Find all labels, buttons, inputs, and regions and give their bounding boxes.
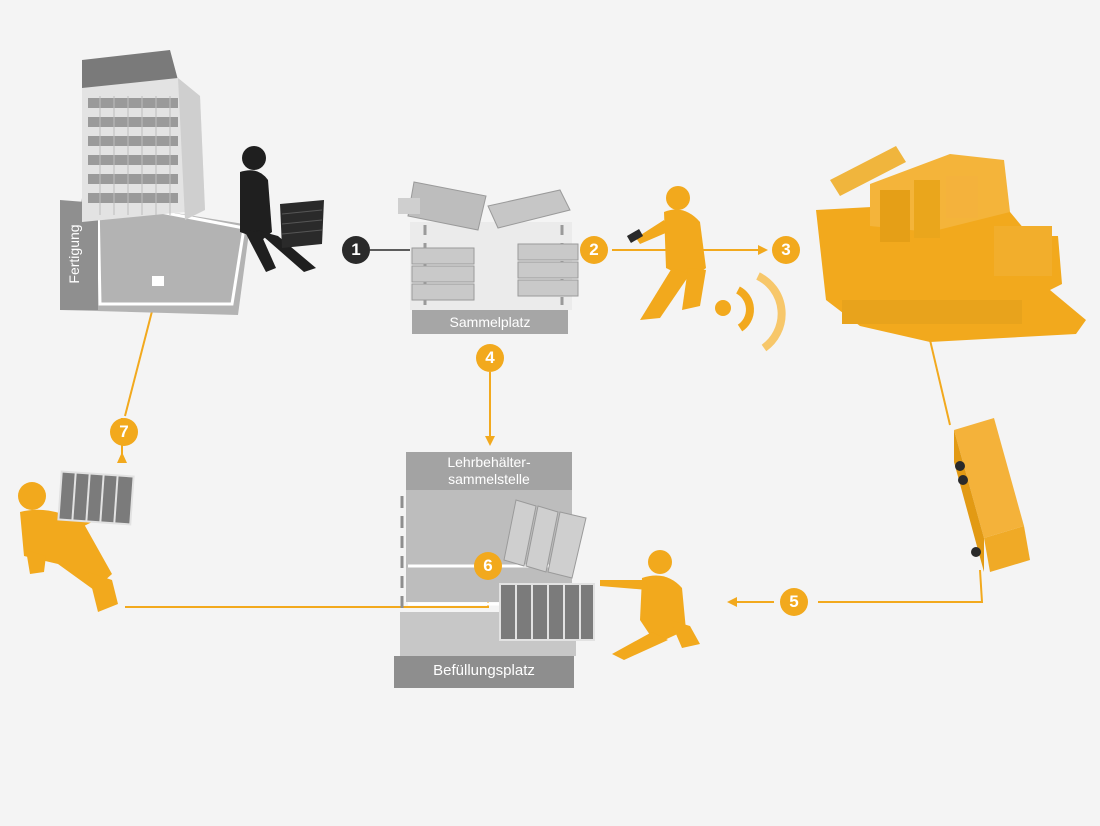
step-1-badge: 1 <box>342 236 370 264</box>
worker-scanner-figure <box>626 186 706 320</box>
fertigung-label-plate <box>60 200 98 310</box>
arrowhead-5 <box>727 597 737 607</box>
arrowhead-3 <box>758 245 768 255</box>
worker-filling-figure <box>600 550 700 660</box>
held-tray <box>280 200 324 248</box>
arrowhead-4 <box>485 436 495 446</box>
fertigung-label: Fertigung <box>66 224 82 284</box>
fertigung-floor-inner <box>96 198 246 306</box>
arrowhead-7 <box>117 452 127 463</box>
step-3-badge: 3 <box>772 236 800 264</box>
carried-tray <box>57 470 135 526</box>
sammelplatz-label-plate <box>412 310 568 334</box>
befuellung-label-plate <box>394 656 574 688</box>
step-2-badge: 2 <box>580 236 608 264</box>
fertigung-floor <box>60 198 250 315</box>
lehrbehaelter-label-line1: Lehrbehälter- <box>447 454 531 470</box>
scanner-device <box>626 229 644 243</box>
lehrbehaelter-label-line2: sammelstelle <box>448 471 530 487</box>
bins-left-stack <box>411 247 475 301</box>
filled-tray <box>499 583 595 641</box>
wireless-signal-icon <box>715 272 786 352</box>
bins-top <box>398 181 571 231</box>
shelf-rack-icon <box>82 50 205 222</box>
fertigung-zone <box>60 198 250 315</box>
step-7-badge: 7 <box>110 418 138 446</box>
warehouse-icon <box>816 146 1086 342</box>
connector-warehouse-to-truck <box>929 339 951 426</box>
lehrbehaelter-label-plate <box>406 452 572 490</box>
bins-right-stack <box>517 243 579 297</box>
fertigung-marker <box>152 276 164 286</box>
step-5-badge: 5 <box>780 588 808 616</box>
step-4-badge: 4 <box>476 344 504 372</box>
befuellungsplatz-label: Befüllungsplatz <box>433 662 535 679</box>
step-6-badge: 6 <box>474 552 502 580</box>
worker-dark-figure <box>240 146 324 272</box>
empty-bins <box>503 499 587 579</box>
truck-icon <box>954 418 1030 572</box>
sammelplatz-label: Sammelplatz <box>449 314 531 330</box>
connector-truck-to-5 <box>818 569 984 603</box>
